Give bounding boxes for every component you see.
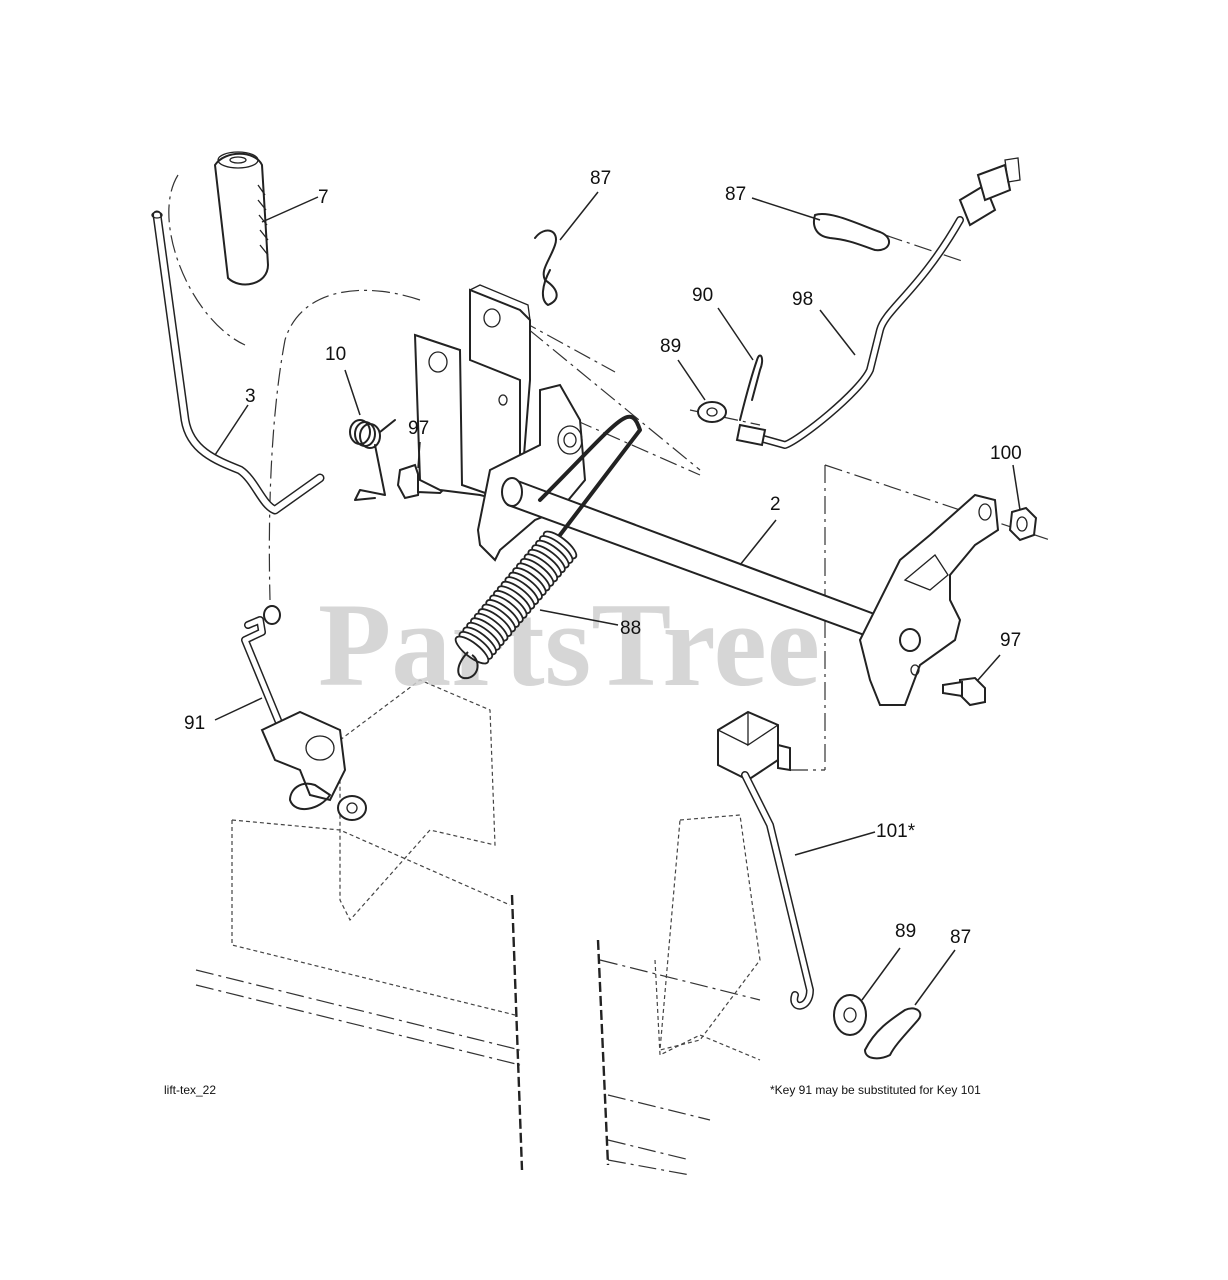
part-3-lever [151,210,325,515]
callout-91: 91 [184,713,205,734]
deck-outline [231,679,761,1171]
part-98-rod [756,157,1021,449]
part-91-link [241,605,367,821]
callout-89-lower: 89 [895,921,916,942]
part-100-nut [1008,506,1038,542]
footnote: *Key 91 may be substituted for Key 101 [770,1083,981,1097]
part-7-grip [213,151,270,286]
callout-101: 101* [876,821,916,842]
leader-lines [214,191,1021,1006]
part-87-clip-upper-right [812,213,890,252]
part-101-link [717,710,814,1010]
callout-98: 98 [792,289,813,310]
part-87-clip-lower [864,1007,922,1060]
callout-3: 3 [245,386,256,407]
callout-7: 7 [318,187,329,208]
alignment-lines [168,174,1051,1176]
part-88-spring [454,530,578,680]
callout-87-upper-left: 87 [590,168,611,189]
callout-2: 2 [770,494,781,515]
watermark-text: PartsTree [318,578,820,711]
right-lift-arm [858,493,1000,706]
callout-100: 100 [990,443,1022,464]
part-10-spring [349,419,396,501]
callout-88: 88 [620,618,641,639]
callout-87-lower: 87 [950,927,971,948]
part-90-clip [735,354,767,447]
part-87-clip-upper-left [534,229,558,306]
pivot-plate [476,383,587,562]
callout-90: 90 [692,285,713,306]
callout-87-upper-right: 87 [725,184,746,205]
callout-97-upper: 97 [408,418,429,439]
part-97-bolt-lower [942,676,986,707]
part-89-washer-upper [697,401,727,423]
callout-10: 10 [325,344,346,365]
callout-89-upper: 89 [660,336,681,357]
main-bracket [413,284,531,507]
figure-code: lift-tex_22 [164,1083,216,1097]
part-2-cross-shaft [501,414,887,642]
callout-97-lower: 97 [1000,630,1021,651]
callouts: 7 87 87 90 98 89 10 3 97 100 2 88 97 91 … [184,168,1022,948]
part-89-washer-lower [833,994,867,1036]
